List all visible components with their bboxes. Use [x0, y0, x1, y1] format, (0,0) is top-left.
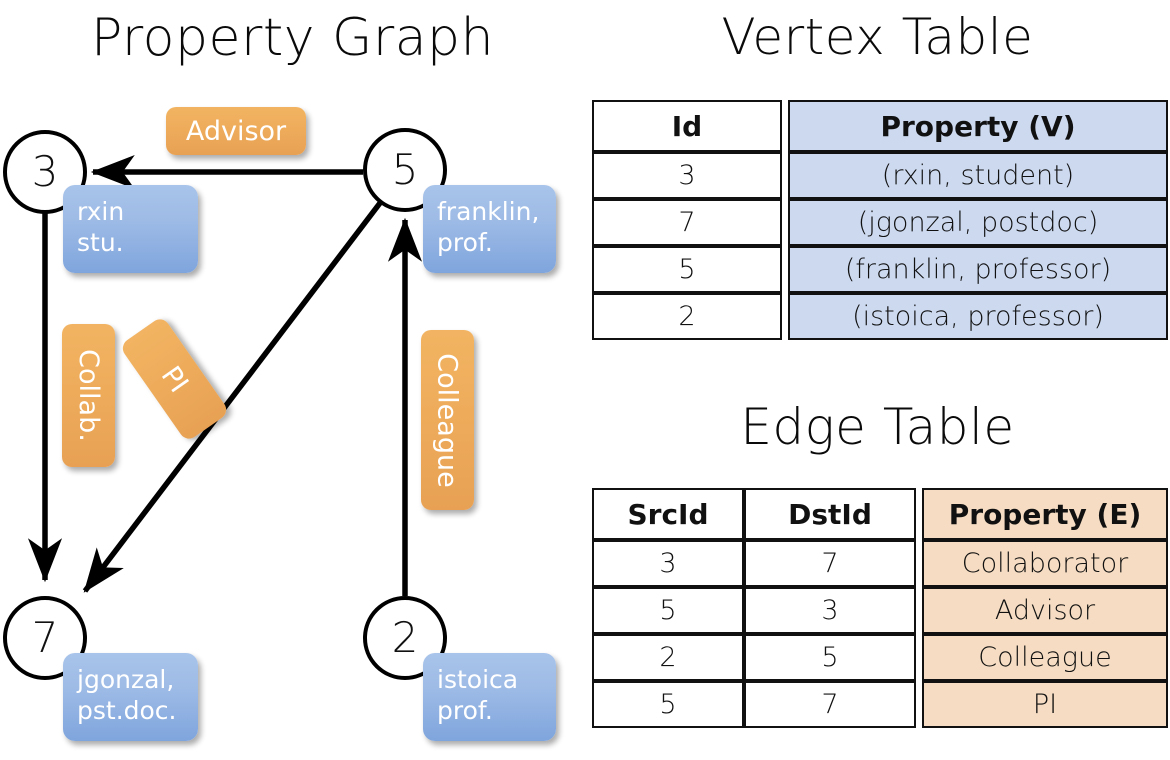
table-row[interactable]: 3 7 Collaborator [592, 540, 1168, 587]
node-property-bubble-istoica: istoica prof. [423, 653, 556, 741]
edge-cell-dstid: 3 [744, 587, 916, 634]
edge-cell-property: Advisor [922, 587, 1168, 634]
node-property-bubble-franklin: franklin, prof. [423, 185, 556, 273]
page-title-property-graph: Property Graph [90, 8, 495, 68]
edge-table-header-row: SrcId DstId Property (E) [592, 488, 1168, 540]
edge-cell-dstid: 7 [744, 540, 916, 587]
node-property-bubble-rxin: rxin stu. [63, 185, 198, 273]
graph-node-5[interactable]: 5 [363, 128, 447, 212]
table-row[interactable]: 5 3 Advisor [592, 587, 1168, 634]
vertex-cell-property: (istoica, professor) [788, 293, 1168, 340]
vertex-table: Id Property (V) 3 (rxin, student) 7 (jgo… [592, 100, 1168, 340]
edge-table-header-srcid: SrcId [592, 488, 744, 540]
edge-label-advisor: Advisor [166, 107, 306, 155]
edge-label-colleague-text: Colleague [432, 352, 463, 488]
edge-cell-dstid: 7 [744, 681, 916, 728]
table-row[interactable]: 3 (rxin, student) [592, 152, 1168, 199]
graph-edges-layer [27, 154, 423, 596]
edge-label-advisor-text: Advisor [185, 115, 287, 147]
vertex-cell-property: (jgonzal, postdoc) [788, 199, 1168, 246]
edge-cell-property: PI [922, 681, 1168, 728]
edge-5-to-7-pi [82, 201, 383, 593]
edge-cell-srcid: 2 [592, 634, 744, 681]
edge-cell-property: Collaborator [922, 540, 1168, 587]
edge-label-collab-text: Collab. [73, 349, 104, 442]
edge-cell-property: Colleague [922, 634, 1168, 681]
edge-label-collab: Collab. [62, 324, 115, 467]
vertex-cell-id: 5 [592, 246, 782, 293]
table-row[interactable]: 5 7 PI [592, 681, 1168, 728]
vertex-cell-id: 3 [592, 152, 782, 199]
node-property-bubble-jgonzal: jgonzal, pst.doc. [63, 653, 198, 741]
edge-table-header-property: Property (E) [922, 488, 1168, 540]
table-row[interactable]: 2 5 Colleague [592, 634, 1168, 681]
table-row[interactable]: 2 (istoica, professor) [592, 293, 1168, 340]
edge-table: SrcId DstId Property (E) 3 7 Collaborato… [592, 488, 1168, 728]
table-row[interactable]: 5 (franklin, professor) [592, 246, 1168, 293]
property-graph-diagram: 3 5 7 2 rxin stu. franklin, prof. jgonza… [3, 107, 556, 741]
edge-label-pi-text: PI [154, 360, 195, 398]
edge-cell-dstid: 5 [744, 634, 916, 681]
vertex-cell-id: 2 [592, 293, 782, 340]
edge-table-header-dstid: DstId [744, 488, 916, 540]
vertex-table-header-row: Id Property (V) [592, 100, 1168, 152]
edge-cell-srcid: 3 [592, 540, 744, 587]
vertex-table-header-property: Property (V) [788, 100, 1168, 152]
edge-cell-srcid: 5 [592, 681, 744, 728]
table-row[interactable]: 7 (jgonzal, postdoc) [592, 199, 1168, 246]
page-title-vertex-table: Vertex Table [721, 8, 1034, 66]
vertex-cell-property: (rxin, student) [788, 152, 1168, 199]
vertex-cell-id: 7 [592, 199, 782, 246]
edge-cell-srcid: 5 [592, 587, 744, 634]
vertex-cell-property: (franklin, professor) [788, 246, 1168, 293]
graph-node-2[interactable]: 2 [363, 596, 447, 680]
page-title-edge-table: Edge Table [740, 398, 1015, 456]
vertex-table-header-id: Id [592, 100, 782, 152]
edge-label-colleague: Colleague [421, 330, 474, 510]
